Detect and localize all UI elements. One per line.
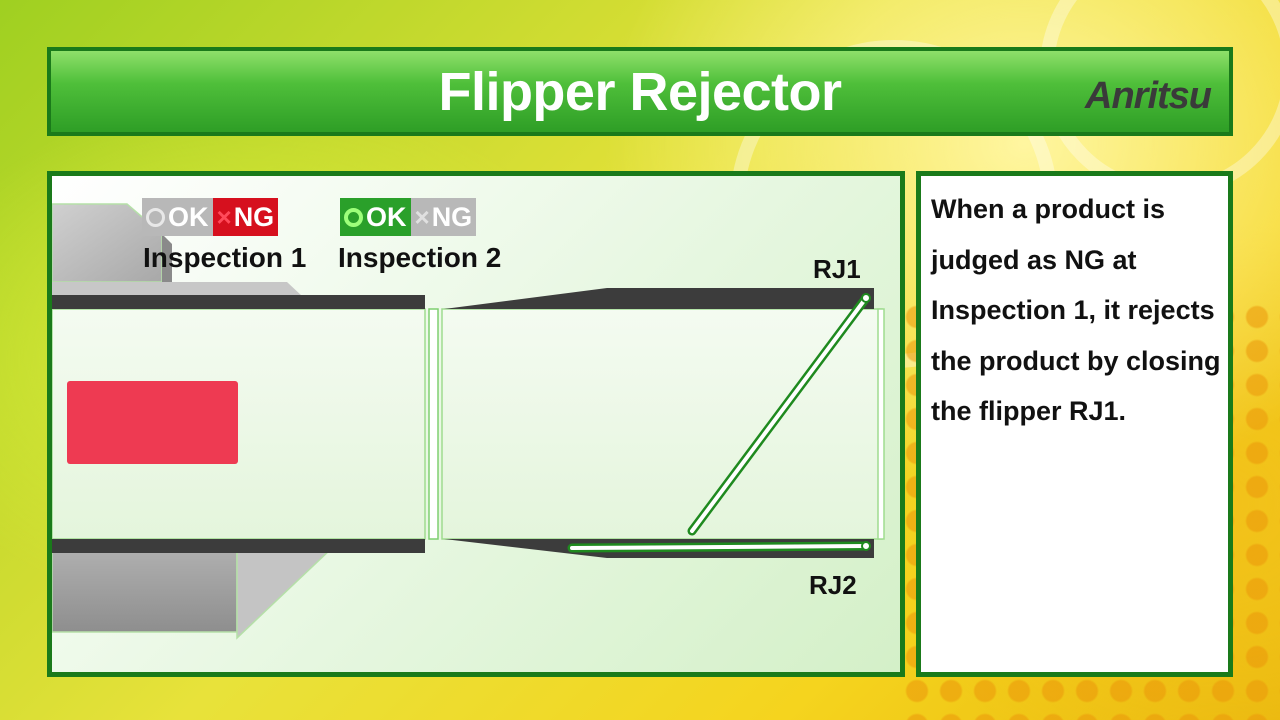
- ng-cross-icon: ×: [216, 201, 232, 232]
- inspection-housing-upper: [52, 203, 302, 296]
- belt-gap-roller: [428, 308, 439, 540]
- ng-cross-icon: ×: [414, 201, 430, 232]
- rj2-label: RJ2: [809, 570, 857, 600]
- inspection1-ng-badge: × NG: [212, 198, 279, 236]
- description-panel: When a product is judged as NG at Inspec…: [916, 171, 1233, 677]
- flipper-rj1: [687, 293, 871, 536]
- anritsu-logo: Anritsu: [1085, 75, 1212, 117]
- description-text: When a product is judged as NG at Inspec…: [931, 194, 1221, 426]
- inspection2-ng-badge: × NG: [410, 198, 477, 236]
- ok-circle-icon: [344, 207, 363, 227]
- side-rail-top: [52, 288, 874, 309]
- title-bar: Flipper Rejector Anritsu: [47, 47, 1233, 136]
- inspection1-label: Inspection 1: [143, 242, 307, 273]
- flipper-rj2: [567, 541, 871, 553]
- belt-end-roller: [877, 308, 885, 540]
- conveyor-animation-panel: OK × NG Inspection 1 OK × NG Inspection …: [47, 171, 905, 677]
- inspection2-label: Inspection 2: [338, 242, 502, 273]
- inspection2-ok-badge: OK: [340, 198, 411, 236]
- inspection1-status-indicator: OK × NG: [142, 198, 279, 236]
- page-title: Flipper Rejector: [438, 62, 842, 122]
- product-item: [67, 381, 238, 464]
- inspection2-status-indicator: OK × NG: [340, 198, 477, 236]
- ok-circle-icon: [146, 207, 165, 227]
- conveyor-diagram: [52, 203, 885, 640]
- belt-segment-right: [441, 308, 883, 540]
- inspection1-ok-badge: OK: [142, 198, 213, 236]
- rj1-label: RJ1: [813, 254, 861, 284]
- inspection-housing-lower: [52, 547, 334, 640]
